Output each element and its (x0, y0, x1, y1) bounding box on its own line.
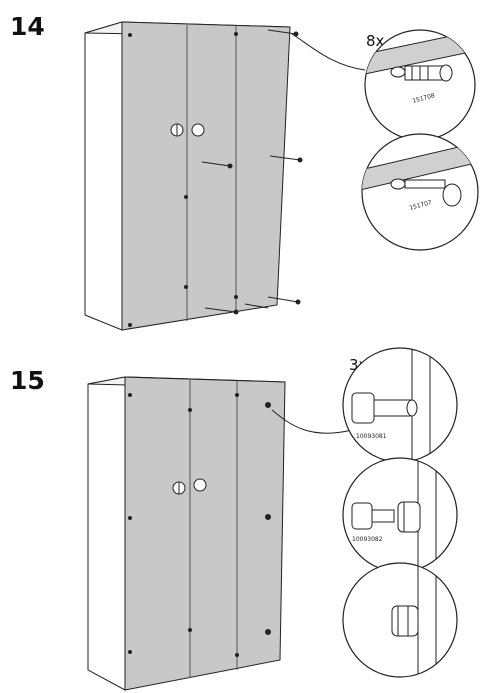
wardrobe-back-step-14 (84, 21, 366, 331)
wardrobe-back-step-15 (87, 376, 353, 691)
step-number-14: 14 (10, 12, 45, 41)
detail-circle-dowel-14: 151708 (364, 29, 476, 141)
quantity-label-step-14: 8x (366, 32, 385, 50)
part-number-label: 10093082 (352, 536, 383, 543)
detail-circle-assembled-15 (342, 562, 458, 678)
part-number-label: 10093081 (356, 433, 387, 440)
detail-circle-cap-15: 10093082 (342, 457, 458, 573)
detail-circle-fitting-15: 10093081 (342, 347, 458, 463)
step-number-15: 15 (10, 366, 45, 395)
detail-circle-screw-14: 151707 (361, 133, 479, 251)
